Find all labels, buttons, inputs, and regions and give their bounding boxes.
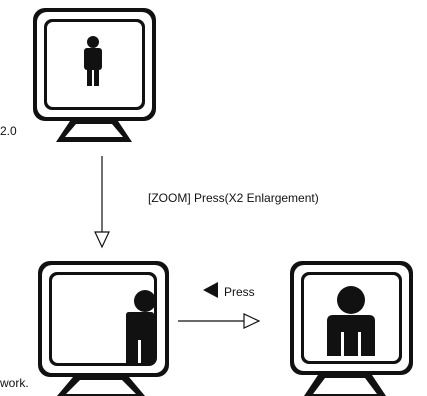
person-figure-torso bbox=[84, 48, 102, 70]
person-figure-icon bbox=[84, 36, 102, 86]
press-caption: Press bbox=[224, 285, 255, 299]
monitor-bottom-left-stand-inner bbox=[66, 380, 136, 394]
person-figure-large-body bbox=[327, 315, 375, 356]
arrow-down-head bbox=[94, 231, 110, 249]
person-figure-leg-left bbox=[87, 66, 92, 86]
person-figure-large-gap-right bbox=[358, 332, 361, 356]
person-figure-large-gap-left bbox=[341, 332, 344, 356]
cropped-left-label-top: 2.0 bbox=[0, 124, 17, 138]
cropped-left-label-bottom: work. bbox=[0, 376, 29, 390]
person-figure-large-head bbox=[337, 286, 365, 314]
arrow-right-head bbox=[243, 313, 261, 329]
arrow-down bbox=[94, 156, 110, 249]
person-figure-leg-right bbox=[94, 66, 99, 86]
person-figure-head bbox=[87, 36, 99, 48]
arrow-right bbox=[178, 313, 261, 329]
monitor-bottom-left bbox=[38, 261, 169, 396]
person-figure-cropped-head bbox=[134, 290, 156, 312]
person-figure-large-icon bbox=[327, 286, 375, 356]
person-figure-cropped-icon bbox=[126, 290, 156, 363]
monitor-bottom-right-stand-inner bbox=[313, 378, 377, 394]
monitor-top bbox=[33, 8, 156, 142]
monitor-top-stand-inner bbox=[65, 124, 123, 137]
monitor-bottom-right bbox=[290, 261, 413, 396]
person-figure-cropped-body bbox=[126, 312, 154, 363]
zoom-caption: [ZOOM] Press(X2 Enlargement) bbox=[148, 191, 319, 205]
person-figure-cropped-gap bbox=[138, 340, 141, 363]
left-triangle-icon bbox=[203, 282, 218, 298]
